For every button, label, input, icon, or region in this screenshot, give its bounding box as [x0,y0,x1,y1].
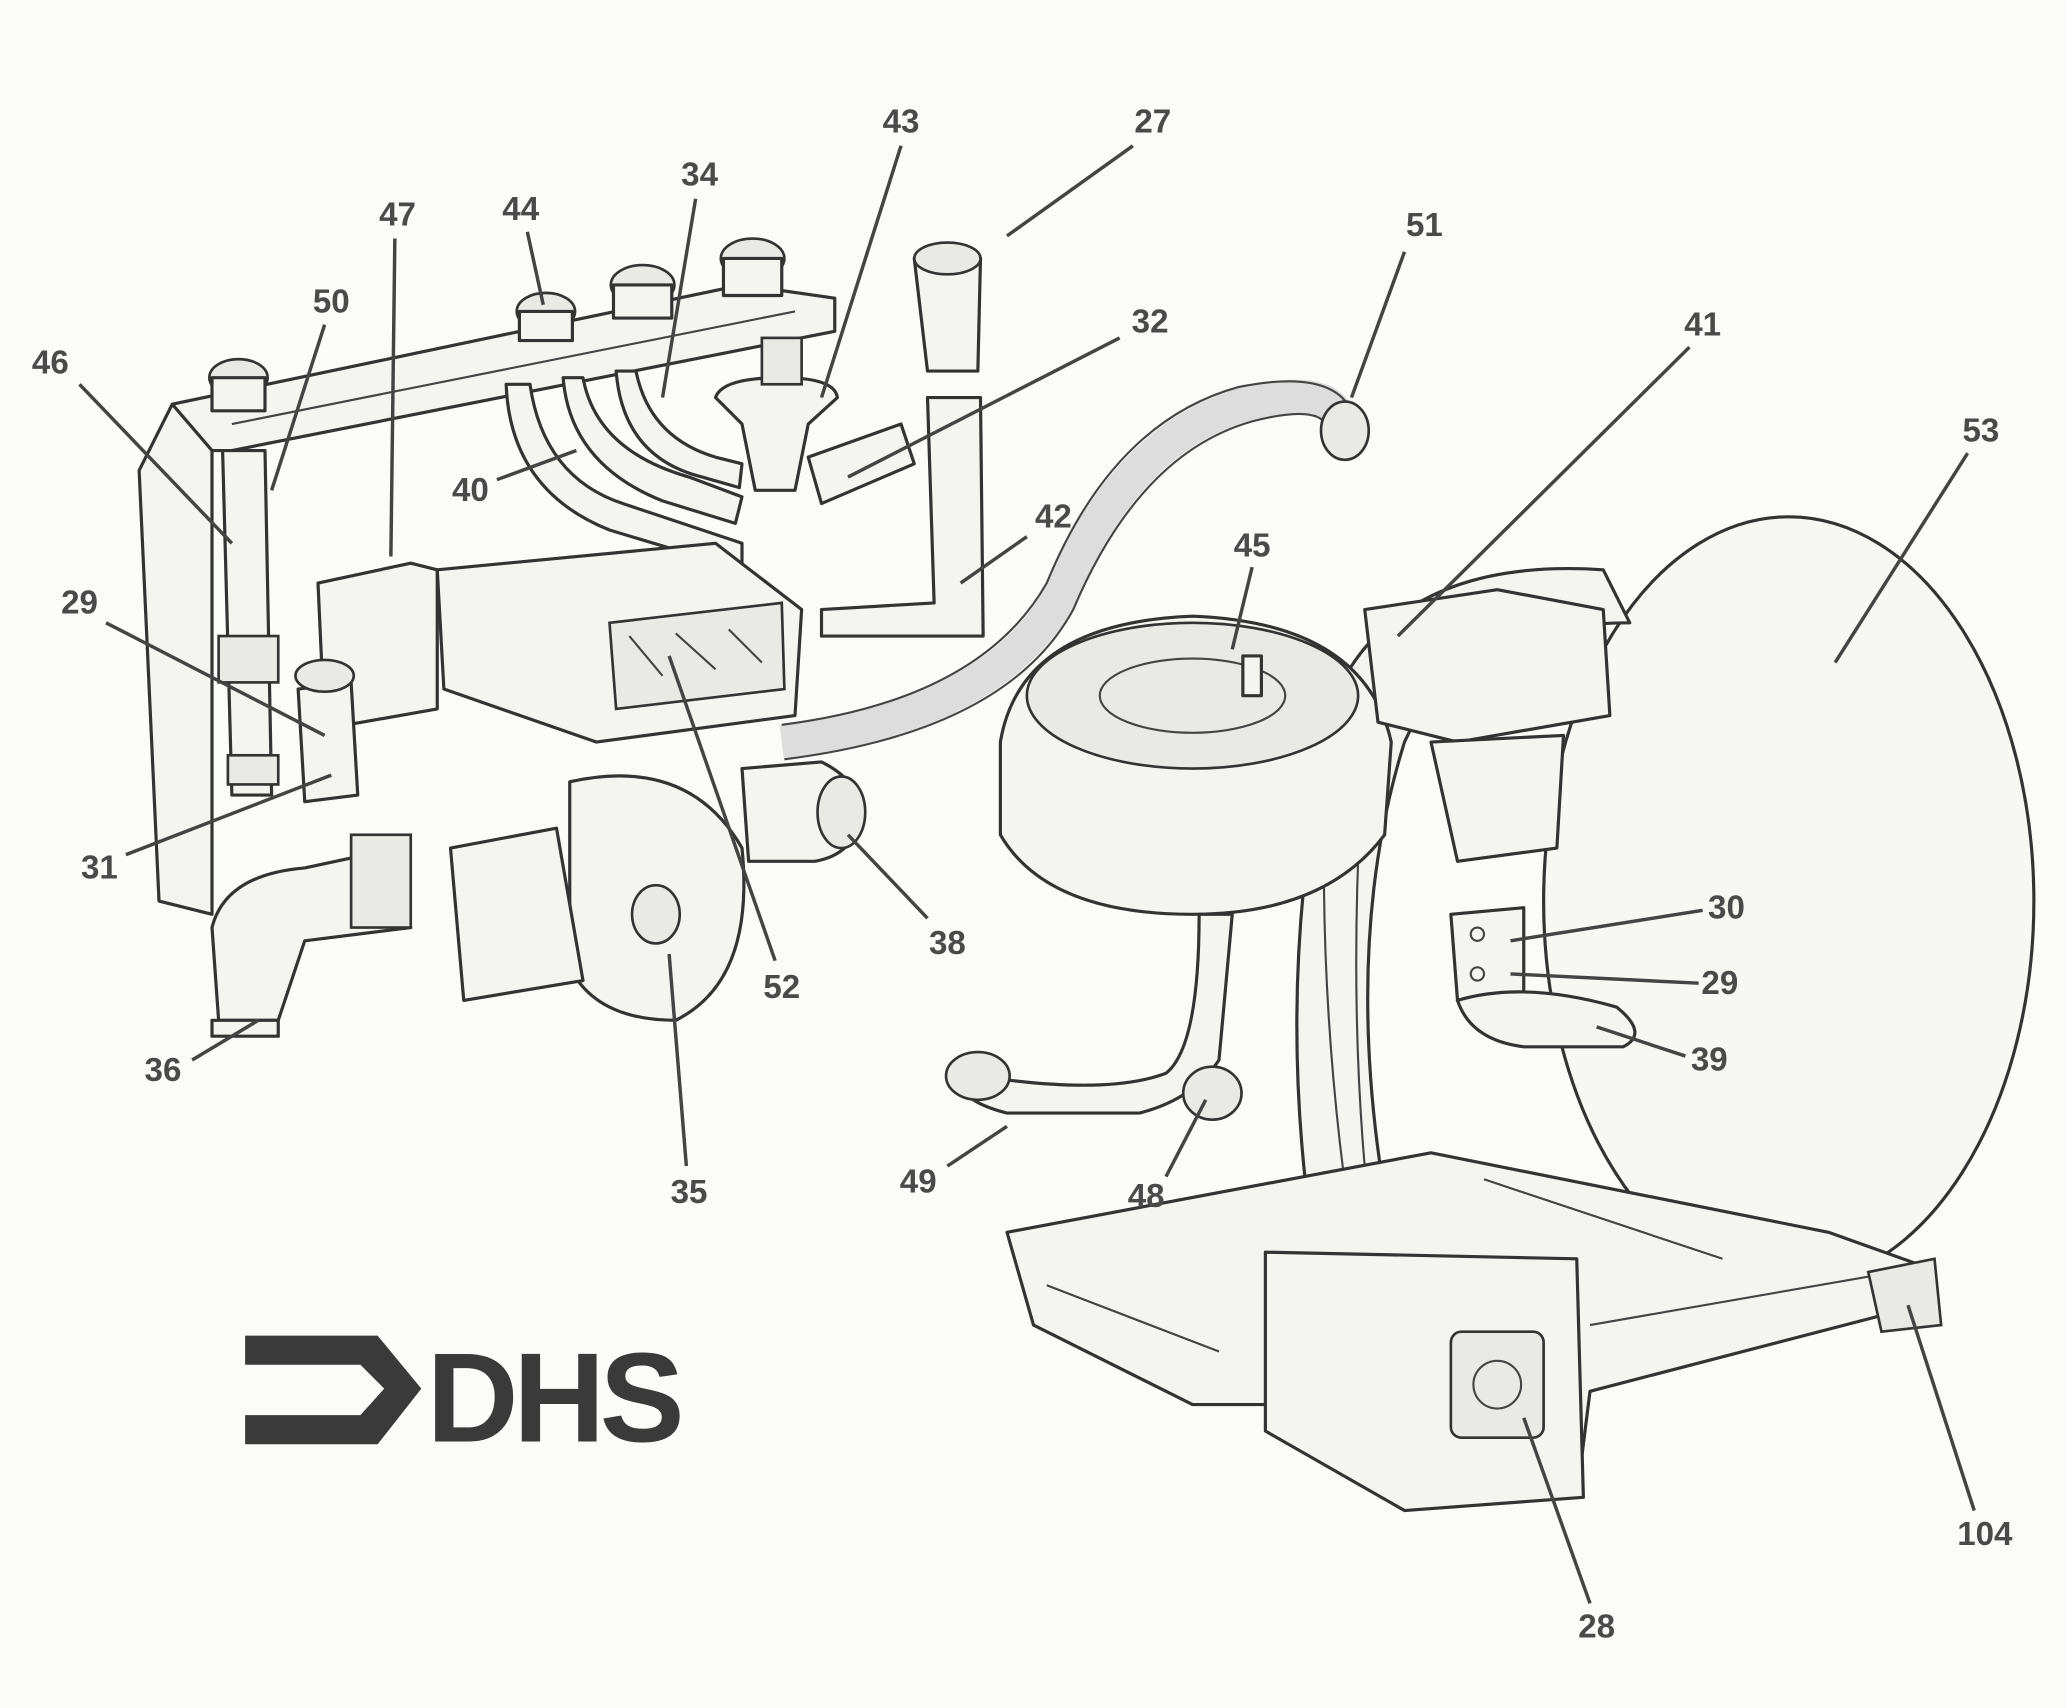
part-label: 29 [61,585,98,622]
switch-box-28 [1263,1250,1585,1513]
pipe-42 [819,395,985,638]
hose-connector [1319,400,1371,462]
part-label: 52 [763,969,800,1006]
gas-valve-body [1429,733,1566,863]
injector-48 [1181,1065,1243,1121]
part-label: 45 [1234,528,1271,565]
part-label: 28 [1578,1609,1615,1646]
part-label: 104 [1957,1516,2013,1553]
vertical-pipe-46 [221,448,274,797]
part-label: 51 [1406,207,1443,244]
part-label: 34 [681,157,718,194]
part-label: 47 [379,196,416,233]
logo-arrow-icon [245,1335,422,1445]
electrode-bracket-30-29 [1449,906,1526,1003]
part-label: 32 [1132,304,1169,341]
part-label: 36 [145,1052,182,1089]
burner-39 [1455,990,1637,1049]
part-label: 30 [1708,889,1745,926]
ignition-transformer-41 [1363,588,1612,744]
flue-hose-51 [779,379,1355,760]
part-label: 53 [1962,412,1999,449]
dhs-logo: DHS [245,1327,685,1469]
part-label: 42 [1035,498,1072,535]
part-label: 40 [452,472,489,509]
bracket-104 [1866,1257,1943,1334]
expansion-vessel-53 [1542,515,2036,1287]
part-label: 31 [81,850,118,887]
manifold-rail [170,283,837,453]
part-label: 43 [883,104,920,141]
nut-fittings [208,237,786,413]
pump-terminal-box [448,826,585,1003]
right-assembly [944,515,2036,1513]
sensor-32 [806,422,916,506]
leader-lines [78,144,1976,1604]
part-label: 29 [1701,965,1738,1002]
part-label: 50 [313,284,350,321]
part-label: 39 [1691,1042,1728,1079]
part-label: 41 [1684,306,1721,343]
part-labels: 43 27 34 44 47 50 46 51 32 41 53 40 42 4… [32,104,2013,1646]
part-label: 46 [32,345,69,382]
part-label: 35 [671,1174,708,1211]
left-assembly [137,237,985,1038]
part-label: 44 [502,191,539,228]
logo-text: DHS [427,1327,680,1469]
part-label: 27 [1134,104,1171,141]
part-label: 48 [1128,1178,1165,1215]
part-label: 38 [929,925,966,962]
switch-28 [1449,1330,1545,1439]
part-label: 49 [900,1164,937,1201]
